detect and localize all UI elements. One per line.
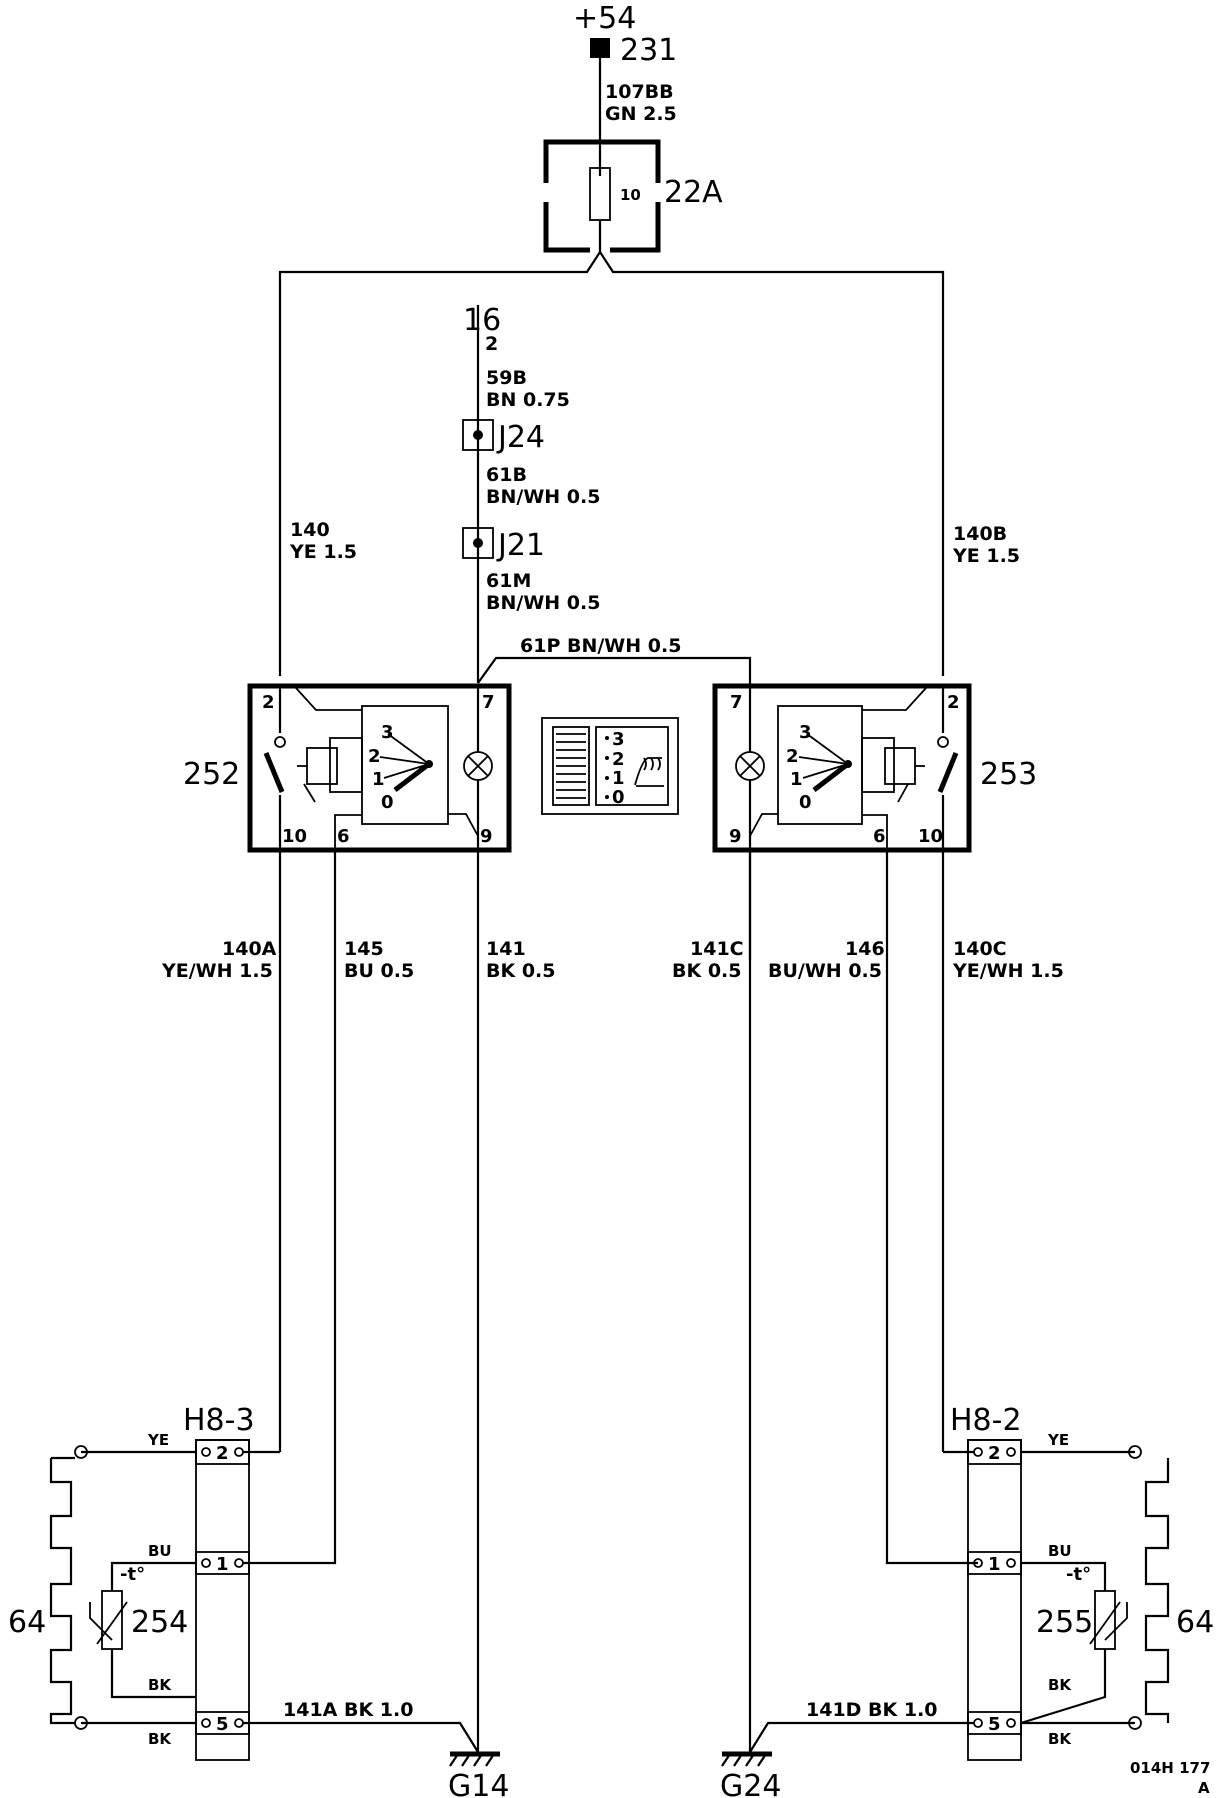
wire-61b-spec: BN/WH 0.5 xyxy=(486,486,600,508)
ground-g14-symbol xyxy=(449,1751,500,1767)
connector-h8-3-pin-1: 1 xyxy=(216,1554,229,1575)
sensor-254-id: 254 xyxy=(131,1605,188,1640)
connector-h8-2-pin-1: 1 xyxy=(988,1554,1001,1575)
junction-j24-label: J24 xyxy=(496,420,545,455)
switch-252-pin-7: 7 xyxy=(482,692,495,713)
left-ye-label: YE xyxy=(147,1431,169,1449)
left-bk-upper-label: BK xyxy=(148,1676,172,1694)
junction-j21-label: J21 xyxy=(496,528,545,563)
switch-252-pos-3: 3 xyxy=(381,722,394,743)
connector-h8-3-pin-2: 2 xyxy=(216,1443,229,1464)
switch-253-pin-10: 10 xyxy=(918,826,943,847)
switch-252-pin-9: 9 xyxy=(480,826,493,847)
supply-label: +54 xyxy=(573,1,636,36)
wire-141a: 141A BK 1.0 xyxy=(283,1699,413,1721)
switch-252-pos-2: 2 xyxy=(368,746,381,767)
junction-j24 xyxy=(462,419,494,451)
wire-140c-id: 140C xyxy=(953,938,1007,960)
wire-141c-spec: BK 0.5 xyxy=(672,960,741,982)
connector-h8-2 xyxy=(967,1439,1022,1761)
ground-g24-symbol xyxy=(721,1751,772,1767)
ground-g24-label: G24 xyxy=(720,1769,781,1798)
left-bk-lower-label: BK xyxy=(148,1730,172,1748)
connector-h8-2-pin-5: 5 xyxy=(988,1714,1001,1735)
right-ye-label: YE xyxy=(1047,1431,1069,1449)
wire-107bb-id: 107BB xyxy=(605,81,674,103)
wire-140b-spec: YE 1.5 xyxy=(952,545,1020,567)
connector-h8-2-pin-2: 2 xyxy=(988,1443,1001,1464)
sensor-255-id: 255 xyxy=(1036,1605,1093,1640)
wire-141d: 141D BK 1.0 xyxy=(806,1699,938,1721)
wire-59b-spec: BN 0.75 xyxy=(486,389,570,411)
fuse-22a xyxy=(543,139,661,253)
wire-140a-id: 140A xyxy=(222,938,277,960)
connector-h8-2-label: H8-2 xyxy=(950,1403,1022,1438)
heater-left-id: 64 xyxy=(8,1605,46,1640)
fuse-id: 22A xyxy=(664,175,723,210)
wire-141-id: 141 xyxy=(486,938,526,960)
right-bk-lower-label: BK xyxy=(1048,1730,1072,1748)
switch-253-pin-9: 9 xyxy=(729,826,742,847)
wire-140-id: 140 xyxy=(290,519,330,541)
seat-heater-left xyxy=(49,1445,196,1730)
heater-left-temp: -t° xyxy=(120,1564,145,1585)
ground-g14-label: G14 xyxy=(448,1769,509,1798)
switch-252-pos-1: 1 xyxy=(372,769,385,790)
connector-h8-3-pin-5: 5 xyxy=(216,1714,229,1735)
wire-61p: 61P BN/WH 0.5 xyxy=(520,635,681,657)
switch-253-pos-2: 2 xyxy=(786,746,799,767)
supply-terminal xyxy=(590,38,610,58)
connector-h8-3-label: H8-3 xyxy=(183,1403,255,1438)
source-16-label: 16 xyxy=(463,303,501,338)
wire-145-id: 145 xyxy=(344,938,384,960)
wire-107bb-spec: GN 2.5 xyxy=(605,103,677,125)
switch-253-pin-7: 7 xyxy=(730,692,743,713)
right-bk-upper-label: BK xyxy=(1048,1676,1072,1694)
seat-heater-right xyxy=(1020,1445,1170,1730)
switch-253-pos-0: 0 xyxy=(799,792,812,813)
wire-61b-id: 61B xyxy=(486,464,527,486)
wire-140a-spec: YE/WH 1.5 xyxy=(161,960,273,982)
symbol-pos-1: 1 xyxy=(612,768,625,789)
symbol-pos-2: 2 xyxy=(612,749,625,770)
switch-253-id: 253 xyxy=(980,757,1037,792)
switch-252-pos-0: 0 xyxy=(381,792,394,813)
seat-heater-symbol xyxy=(541,717,679,815)
wire-141c-id: 141C xyxy=(690,938,744,960)
wire-141-spec: BK 0.5 xyxy=(486,960,555,982)
wire-146-id: 146 xyxy=(845,938,885,960)
wire-140-spec: YE 1.5 xyxy=(289,541,357,563)
right-bu-label: BU xyxy=(1048,1542,1072,1560)
heater-right-id: 64 xyxy=(1176,1605,1214,1640)
supply-node: 231 xyxy=(620,33,677,68)
wire-61m-spec: BN/WH 0.5 xyxy=(486,592,600,614)
connector-h8-3 xyxy=(195,1439,250,1761)
wire-145-spec: BU 0.5 xyxy=(344,960,414,982)
source-16-pin: 2 xyxy=(485,333,498,355)
switch-253-pos-3: 3 xyxy=(799,722,812,743)
switch-252-id: 252 xyxy=(183,757,240,792)
wire-146-spec: BU/WH 0.5 xyxy=(768,960,882,982)
wire-61m-id: 61M xyxy=(486,570,531,592)
symbol-pos-0: 0 xyxy=(612,787,625,808)
switch-252-pin-10: 10 xyxy=(282,826,307,847)
wire-140c-spec: YE/WH 1.5 xyxy=(952,960,1064,982)
left-bu-label: BU xyxy=(148,1542,172,1560)
switch-253-pin-2: 2 xyxy=(947,692,960,713)
symbol-pos-3: 3 xyxy=(612,729,625,750)
switch-253 xyxy=(712,683,972,853)
switch-252-pin-2: 2 xyxy=(262,692,275,713)
wire-59b-id: 59B xyxy=(486,367,527,389)
switch-252 xyxy=(247,683,512,853)
junction-j21 xyxy=(462,527,494,559)
diagram-ref-code: 014H 177 xyxy=(1130,1759,1210,1777)
diagram-ref-rev: A xyxy=(1198,1779,1210,1797)
switch-253-pos-1: 1 xyxy=(790,769,803,790)
wire-140b-id: 140B xyxy=(953,523,1007,545)
switch-252-pin-6: 6 xyxy=(337,826,350,847)
fuse-value: 10 xyxy=(620,186,641,204)
switch-253-pin-6: 6 xyxy=(873,826,886,847)
heater-right-temp: -t° xyxy=(1066,1564,1091,1585)
